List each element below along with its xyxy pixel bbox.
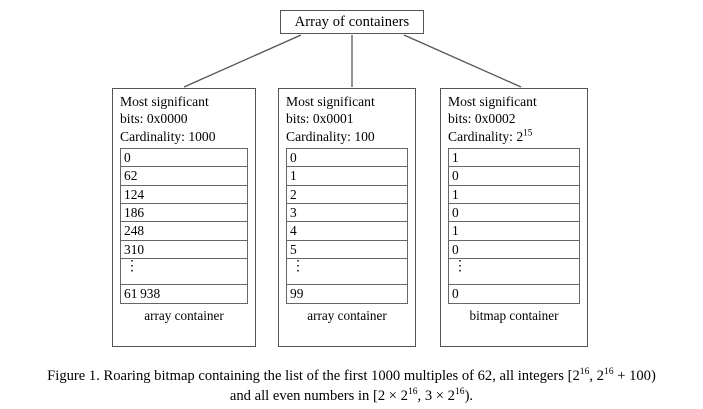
- cell: 248: [121, 222, 247, 241]
- container-0-footer-label: array container: [144, 307, 224, 323]
- cell-ellipsis: ⋮: [449, 259, 579, 286]
- container-2-header-line3: Cardinality: 215: [448, 127, 533, 144]
- connector-line-left: [183, 34, 302, 88]
- cell: 1: [449, 186, 579, 205]
- cell-ellipsis: ⋮: [121, 259, 247, 286]
- cell: 0: [121, 149, 247, 168]
- connector-line-right: [403, 34, 522, 88]
- cell: 1: [449, 222, 579, 241]
- container-0-header: Most significant bits: 0x0000 Cardinalit…: [120, 93, 248, 145]
- cell: 1: [449, 149, 579, 168]
- container-1-header-line2: bits: 0x0001: [286, 111, 354, 127]
- container-2-footer-label: bitmap container: [469, 307, 559, 323]
- cell: 0: [449, 204, 579, 223]
- container-0: Most significant bits: 0x0000 Cardinalit…: [112, 88, 256, 347]
- container-1-footer-label: array container: [307, 307, 387, 323]
- figure-caption: Figure 1. Roaring bitmap containing the …: [0, 366, 703, 406]
- container-2-header-line2: bits: 0x0002: [448, 111, 516, 127]
- cell-last: 61 938: [121, 285, 247, 304]
- cell-last: 0: [449, 285, 579, 304]
- vertical-ellipsis-icon: ⋮: [453, 259, 467, 275]
- root-box-label: Array of containers: [294, 13, 410, 30]
- container-1-header-line1: Most significant: [286, 94, 375, 109]
- container-1-header-line3: Cardinality: 100: [286, 128, 375, 144]
- container-0-header-line2: bits: 0x0000: [120, 111, 188, 127]
- container-0-header-line3: Cardinality: 1000: [120, 128, 216, 144]
- roaring-bitmap-diagram: Array of containers Most significant bit…: [112, 10, 588, 347]
- cell: 0: [287, 149, 407, 168]
- container-0-header-line1: Most significant: [120, 94, 209, 109]
- cell-last: 99: [287, 285, 407, 304]
- vertical-ellipsis-icon: ⋮: [125, 259, 139, 275]
- cell: 62: [121, 167, 247, 186]
- cell: 186: [121, 204, 247, 223]
- container-2: Most significant bits: 0x0002 Cardinalit…: [440, 88, 588, 347]
- vertical-ellipsis-icon: ⋮: [291, 259, 305, 275]
- container-2-header-line1: Most significant: [448, 94, 537, 109]
- container-1-cell-list: 0 1 2 3 4 5 ⋮ 99: [286, 147, 408, 304]
- cell: 4: [287, 222, 407, 241]
- cell: 310: [121, 241, 247, 260]
- cell: 3: [287, 204, 407, 223]
- container-2-cell-list: 1 0 1 0 1 0 ⋮ 0: [448, 147, 580, 304]
- caption-line-2: and all even numbers in [2 × 216, 3 × 21…: [229, 386, 474, 404]
- root-array-of-containers-box: Array of containers: [280, 10, 424, 34]
- cell: 5: [287, 241, 407, 260]
- cell: 0: [449, 241, 579, 260]
- container-2-header: Most significant bits: 0x0002 Cardinalit…: [448, 93, 580, 145]
- cell: 124: [121, 186, 247, 205]
- container-1-header: Most significant bits: 0x0001 Cardinalit…: [286, 93, 408, 145]
- cell: 1: [287, 167, 407, 186]
- cell-ellipsis: ⋮: [287, 259, 407, 286]
- container-1: Most significant bits: 0x0001 Cardinalit…: [278, 88, 416, 347]
- container-0-cell-list: 0 62 124 186 248 310 ⋮ 61 938: [120, 147, 248, 304]
- caption-line-1: Figure 1. Roaring bitmap containing the …: [47, 366, 656, 384]
- cell: 0: [449, 167, 579, 186]
- cell: 2: [287, 186, 407, 205]
